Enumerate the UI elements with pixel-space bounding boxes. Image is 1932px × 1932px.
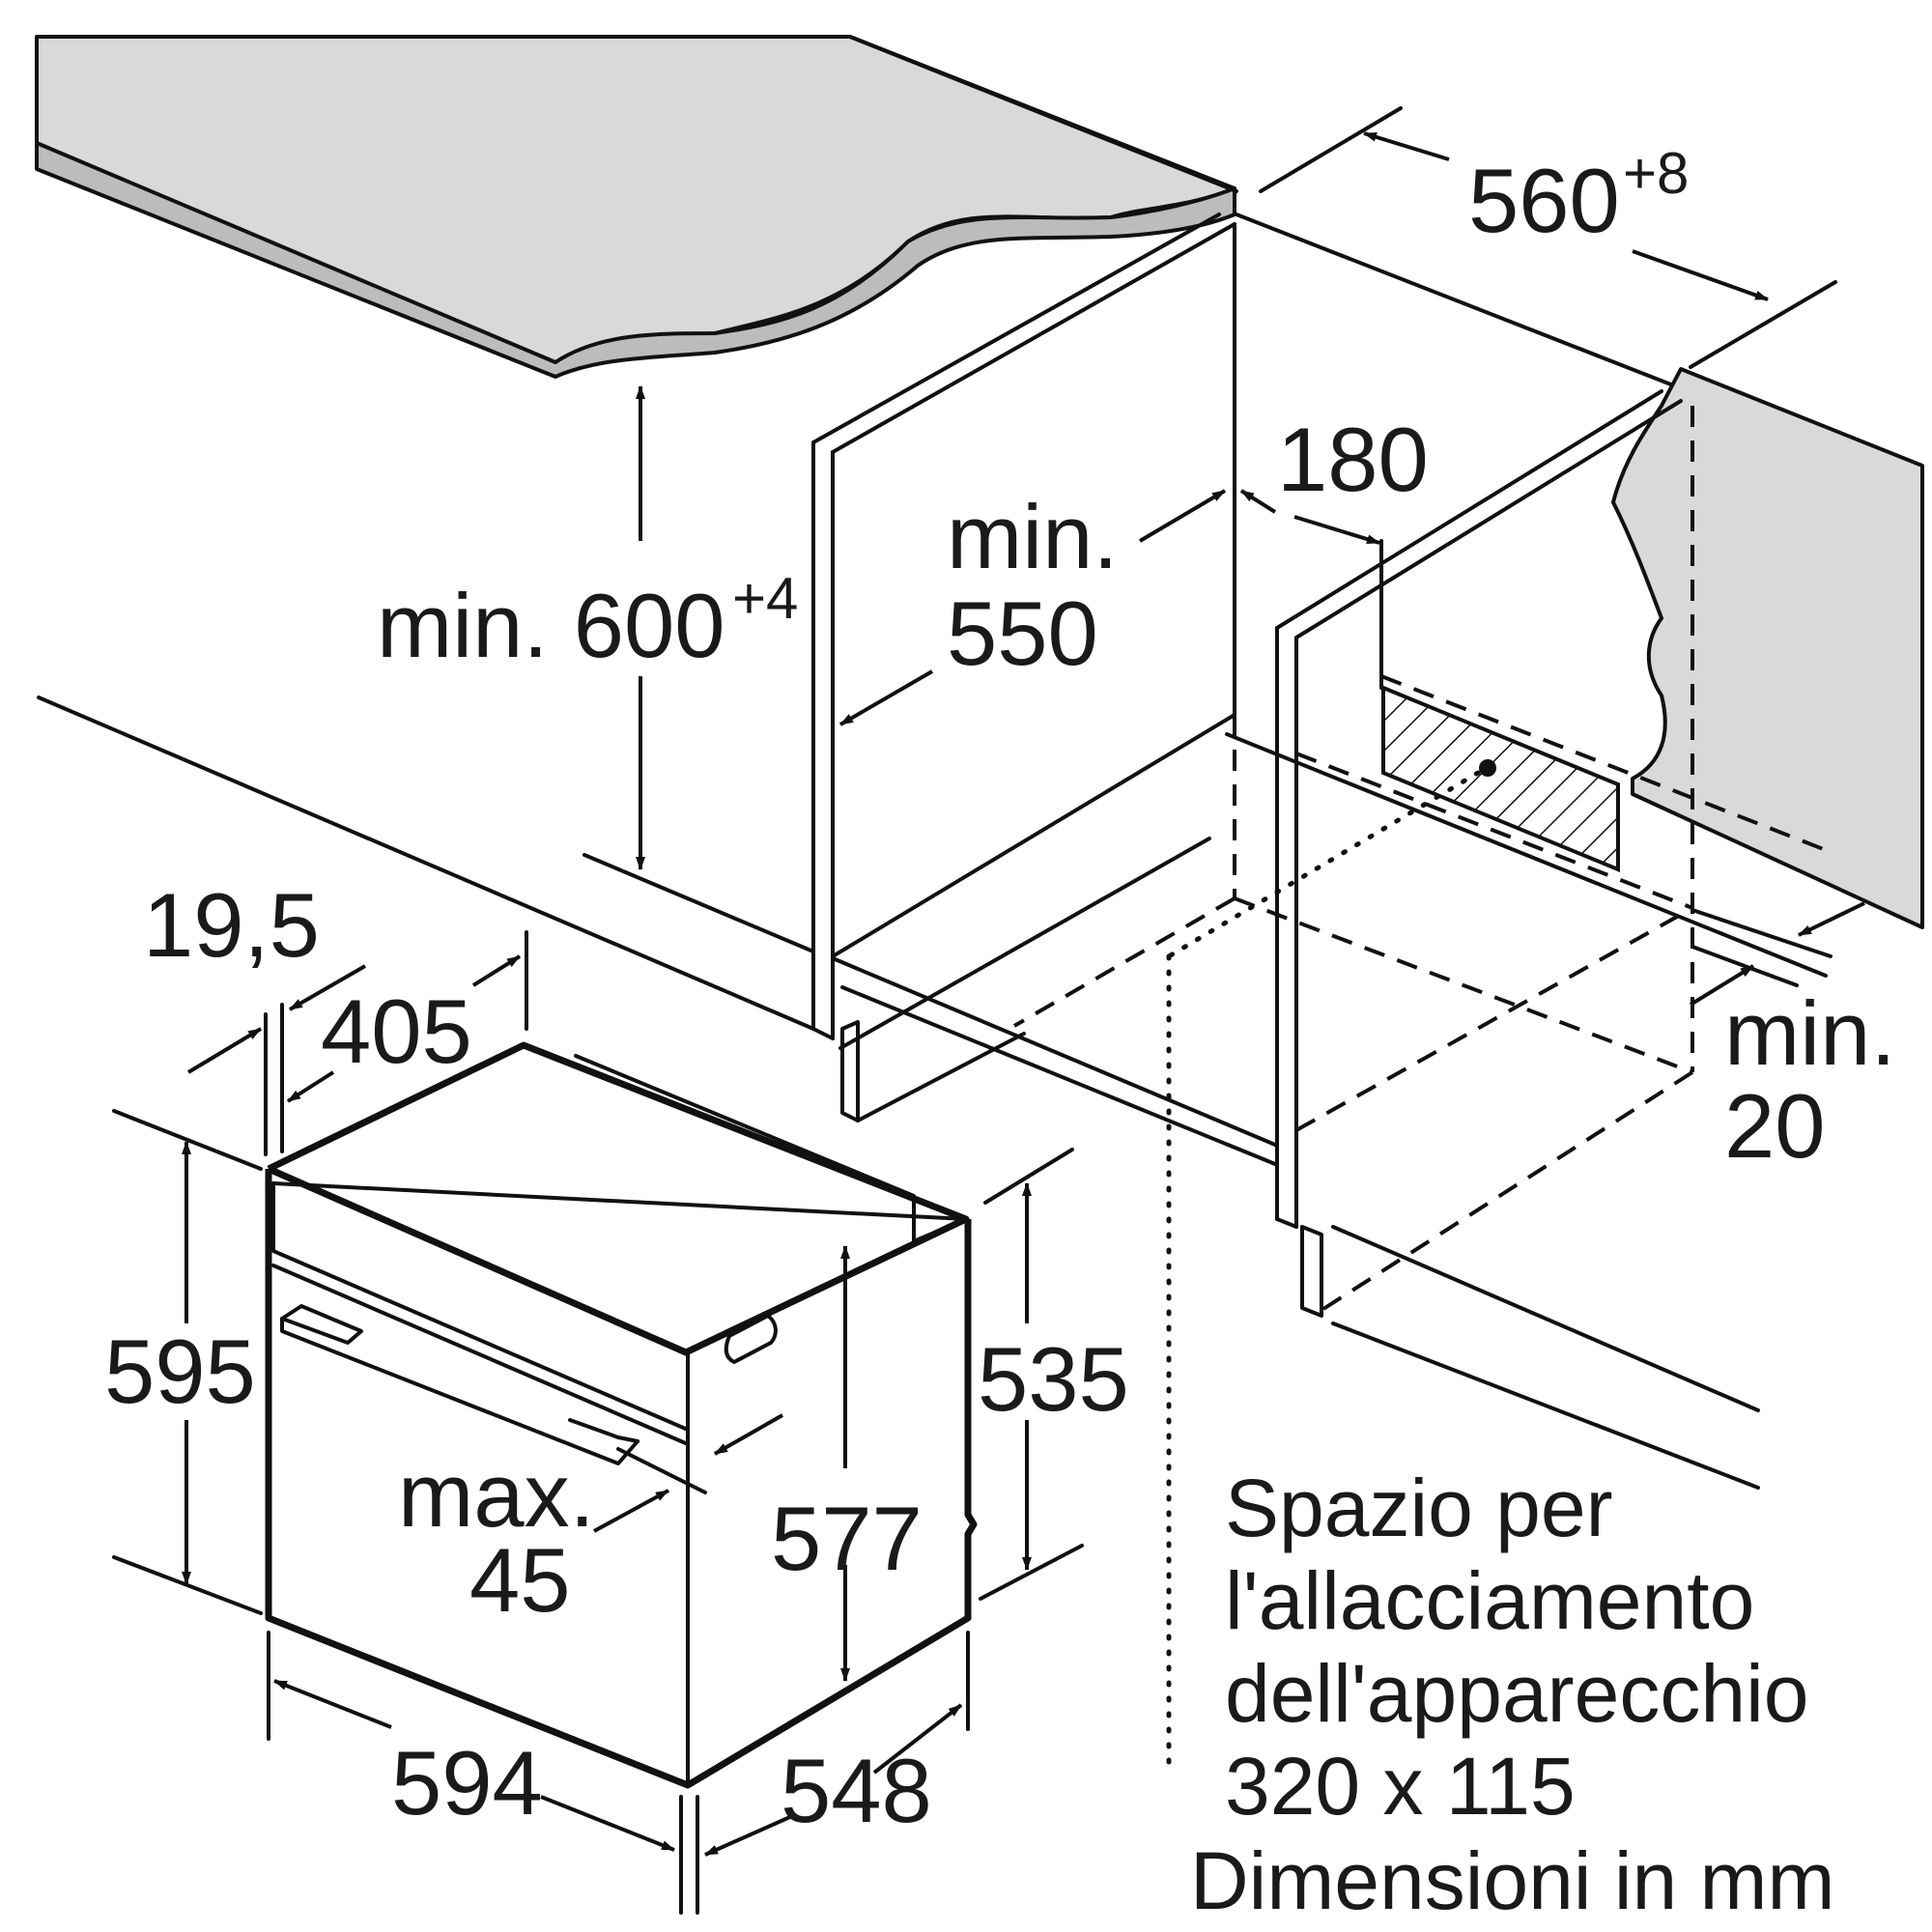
width-560-tolerance: +8	[1623, 141, 1689, 206]
dimension-lines	[112, 106, 1865, 1915]
oven-height-595-label: 595	[104, 1321, 256, 1422]
connection-note-line2: l'allacciamento	[1225, 1555, 1754, 1646]
oven	[265, 1041, 978, 1789]
oven-depth-548-label: 548	[781, 1740, 932, 1841]
rear-gap-180-label: 180	[1277, 409, 1429, 510]
units-note: Dimensioni in mm	[1190, 1835, 1835, 1926]
worktop	[35, 35, 1236, 379]
oven-width-594-label: 594	[391, 1732, 543, 1833]
front-thickness-label: 19,5	[143, 874, 320, 976]
depth-min-label-line2: 550	[947, 582, 1098, 684]
base-lines	[37, 696, 1828, 1490]
notes: Spazio per l'allacciamento dell'apparecc…	[1190, 1463, 1835, 1926]
connection-note-line4: 320 x 115	[1225, 1741, 1576, 1832]
back-gap-min-line1: min.	[1724, 982, 1896, 1084]
left-cabinet-panel	[811, 213, 1236, 1122]
back-gap-min-line2: 20	[1724, 1075, 1826, 1177]
connection-note-line3: dell'apparecchio	[1225, 1648, 1808, 1739]
right-cabinet-panel	[1275, 389, 1683, 1318]
dimension-labels: 560 +8 min. 600 +4 min. 550 180 min. 20 …	[104, 141, 1896, 1841]
depth-min-label-line1: min.	[947, 486, 1119, 587]
inner-height-535-label: 535	[978, 1328, 1129, 1430]
niche-hidden-lines	[1012, 406, 1827, 1311]
width-560-label: 560	[1468, 150, 1620, 251]
cabinet-top-edges	[848, 35, 1924, 929]
max-45-label-line2: 45	[469, 1529, 571, 1631]
connection-note-line1: Spazio per	[1225, 1463, 1613, 1553]
max-45-label-line1: max.	[398, 1444, 595, 1546]
body-height-577-label: 577	[771, 1488, 923, 1589]
top-depth-405-label: 405	[321, 980, 472, 1082]
connection-area	[1166, 685, 1620, 1771]
height-600-label: min. 600	[377, 575, 725, 676]
height-600-tolerance: +4	[732, 566, 798, 631]
